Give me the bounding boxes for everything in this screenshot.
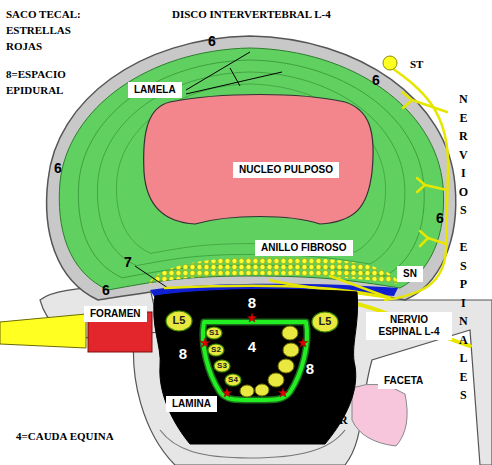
lamella-line: [78, 60, 424, 278]
callout-number: 8: [179, 345, 187, 363]
nucleus-shape-outline: [140, 92, 376, 228]
vertical-label: NERVIOS ESPINALES: [456, 92, 470, 407]
thecal-star: [200, 338, 210, 347]
nerve-root: [268, 373, 284, 387]
legend-note: 8=ESPACIO EPIDURAL: [6, 66, 81, 98]
nerve-root: [240, 385, 254, 397]
thecal-star: [298, 338, 308, 347]
nerve-root: S4: [224, 373, 242, 387]
nerve-root: S2: [207, 343, 225, 357]
nucleus-shape-fill: [144, 95, 373, 225]
callout-number: 6: [54, 160, 62, 177]
sympathetic-trunk: [383, 56, 397, 70]
thecal-sac-fill: [203, 322, 307, 400]
lamella-line: [116, 84, 385, 253]
facet-joint: [352, 384, 407, 446]
thecal-star: [278, 388, 288, 397]
nerve-root: S3: [213, 359, 231, 373]
part-label: ST: [410, 56, 423, 72]
spinal-canal-fill: [154, 289, 358, 444]
nerve-root-fill: [166, 311, 192, 331]
nerve-root: [255, 384, 269, 396]
nerve-branch: [402, 92, 447, 112]
thecal-sac: 4 S1S2S3S4: [198, 314, 312, 406]
callout-number: 6: [208, 33, 216, 50]
part-label: NERVIO ESPINAL L-4: [366, 312, 452, 340]
thecal-star: [247, 313, 257, 322]
nerve-root: L5: [165, 310, 193, 332]
part-label: NUCLEO PULPOSO: [233, 162, 339, 178]
root-label: S3: [217, 361, 227, 371]
callout-number: 7: [124, 254, 132, 271]
nerve-root-fill: [206, 327, 222, 339]
nucleus-shape: NUCLEO PULPOSO: [140, 92, 376, 228]
nerve-root-fill: [312, 312, 338, 332]
root-label: S2: [211, 345, 221, 355]
root-label: L5: [173, 314, 186, 327]
annulus-fibrosus: [59, 48, 443, 290]
nerve-branch: [417, 178, 447, 192]
lamella-line: [97, 72, 404, 266]
leader-line: [186, 52, 250, 90]
part-label: LAMELA: [128, 82, 182, 98]
root-label: S1: [209, 328, 219, 338]
sinuvertebral-nerve: [385, 68, 448, 300]
callout-number: 8: [248, 294, 256, 312]
nerve-root: L5: [311, 311, 339, 333]
nerve-root: [282, 326, 298, 340]
diagram-title: DISCO INTERVERTEBRAL L-4: [172, 6, 331, 22]
spinal-nerve: [345, 302, 470, 346]
part-label: SN: [397, 266, 423, 282]
part-label: FACETA: [378, 373, 429, 389]
leader-line: [230, 68, 240, 86]
nerve-root: [278, 359, 294, 373]
legend-note: 4=CAUDA EQUINA: [16, 428, 114, 444]
vertical-label: PAR: [336, 376, 350, 432]
spinal-canal: 8 8 8 4 S1S2S3S4 L5 L5: [150, 286, 362, 446]
root-label: L5: [319, 315, 332, 328]
callout-number: 6: [102, 282, 110, 299]
part-label: FORAMEN: [84, 306, 147, 322]
nerve-root-fill: [208, 344, 224, 356]
thecal-star: [222, 388, 232, 397]
callout-number: 6: [372, 72, 380, 89]
legend-note: SACO TECAL: ESTRELLAS ROJAS: [6, 6, 88, 54]
callout-number: 8: [306, 360, 314, 378]
root-label: S4: [228, 375, 238, 385]
disc-outer-rim: [47, 36, 456, 300]
exiting-nerve: [0, 314, 86, 348]
nerve-root: S1: [205, 326, 223, 340]
nerve-root-fill: [214, 360, 230, 372]
part-label: ANILLO FIBROSO: [255, 240, 353, 256]
callout-number: 4: [248, 338, 256, 356]
leader-line: [135, 266, 168, 288]
part-label: LAMINA: [166, 396, 217, 412]
thecal-sac-fill: [203, 322, 307, 400]
nerve-root: [283, 343, 299, 357]
nerve-branch: [420, 231, 446, 246]
callout-number: 6: [436, 210, 444, 227]
nerve-root-fill: [225, 374, 241, 386]
